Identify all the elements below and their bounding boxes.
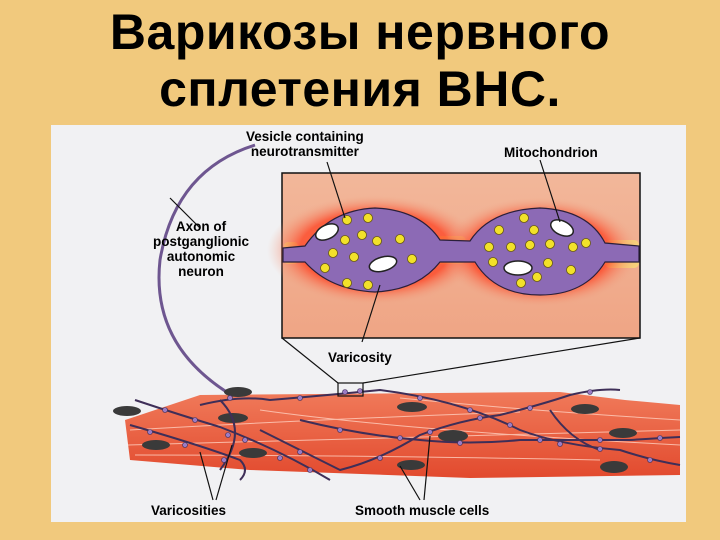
inset-magnified-varicosities — [267, 172, 641, 339]
label-mitochondrion: Mitochondrion — [504, 145, 598, 160]
slide-title: Варикозы нервного сплетения ВНС. — [0, 4, 720, 118]
title-line-1: Варикозы нервного — [109, 4, 611, 60]
nucleus-icons — [113, 387, 637, 473]
label-vesicle-line2: neurotransmitter — [250, 144, 359, 159]
label-axon-line1: Axon of — [175, 219, 227, 234]
label-varicosities: Varicosities — [151, 503, 227, 518]
label-axon-line3: autonomic — [166, 249, 236, 264]
title-line-2: сплетения ВНС. — [159, 61, 561, 117]
mitochondrion-icon — [314, 219, 575, 276]
label-axon-line2: postganglionic — [153, 234, 249, 249]
label-axon-line4: neuron — [178, 264, 224, 279]
label-smooth-muscle: Smooth muscle cells — [355, 503, 490, 518]
label-vesicle: Vesicle containing neurotransmitter — [246, 129, 364, 159]
label-axon: Axon of postganglionic autonomic neuron — [153, 219, 249, 279]
label-varicosity: Varicosity — [328, 350, 392, 365]
vesicle-icons — [320, 213, 591, 290]
label-vesicle-line1: Vesicle containing — [246, 129, 364, 144]
nerve-plexus — [129, 388, 681, 481]
smooth-muscle-tissue — [113, 387, 681, 478]
